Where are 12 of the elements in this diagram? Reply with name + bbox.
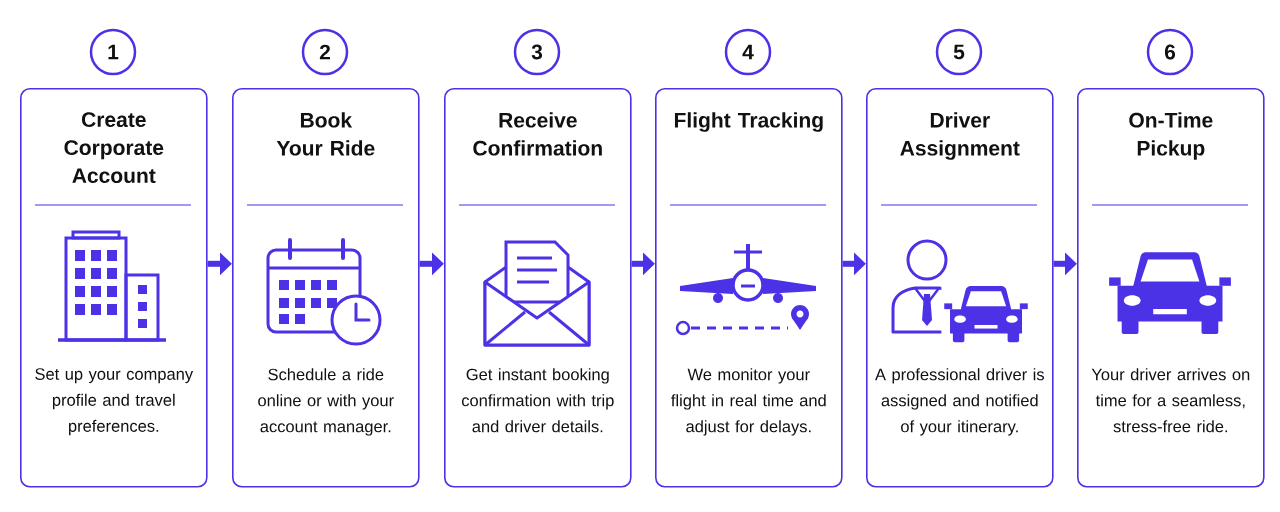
step-card: Flight Tracking We monitor your flight in real time and adjust for delays. — [655, 88, 843, 488]
step-card: On-Time Pickup Your driver arrives on time for a seamless, stress-free ride. — [1077, 88, 1265, 488]
step-card: Create Corporate Account Set up your company profile and travel preferences. — [20, 88, 208, 488]
step-card: Book Your Ride Schedule a ride online or with your account manager. — [232, 88, 420, 488]
step-number: 1 — [89, 28, 137, 76]
step-number: 2 — [301, 28, 349, 76]
step-card: Driver Assignment A professional driver is assigned and notified of your itinerary. — [866, 88, 1054, 488]
step-number: 6 — [1146, 28, 1194, 76]
step-card: Receive Confirmation Get instant booking confirmation with trip and driver details. — [444, 88, 632, 488]
step-number: 3 — [513, 28, 561, 76]
step-number: 4 — [724, 28, 772, 76]
step-number: 5 — [935, 28, 983, 76]
